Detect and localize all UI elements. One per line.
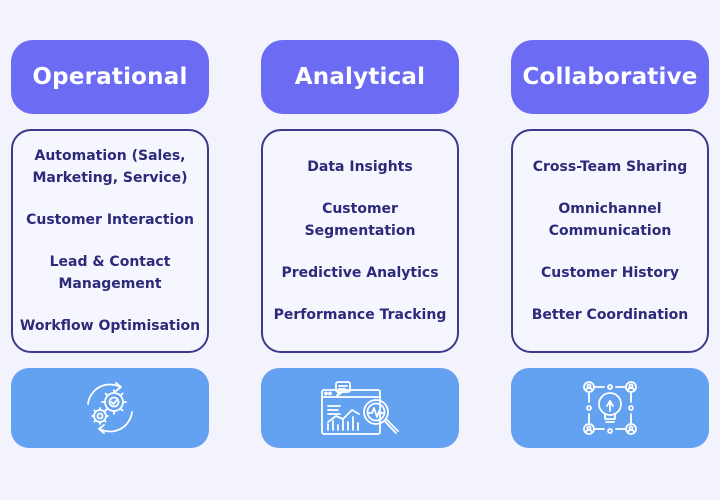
item-line: Predictive Analytics: [281, 265, 439, 281]
item-line: Better Coordination: [531, 307, 689, 323]
item-line: Data Insights: [307, 159, 413, 175]
feature-list: Automation (Sales, Marketing, Service) C…: [11, 129, 209, 353]
list-item: Workflow Optimisation: [20, 315, 200, 337]
icon-panel: [511, 368, 709, 448]
icon-panel: [261, 368, 459, 448]
item-line: Performance Tracking: [273, 307, 447, 323]
list-item: Better Coordination: [532, 304, 689, 326]
item-line: Segmentation: [304, 223, 416, 239]
gears-cycle-icon: [87, 382, 133, 434]
item-line: Customer History: [541, 265, 679, 281]
icon-panel: [11, 368, 209, 448]
feature-list: Data Insights Customer Segmentation Pred…: [261, 129, 459, 353]
list-item: Cross-Team Sharing: [533, 156, 688, 178]
analytics-report-icon: [321, 381, 399, 435]
list-item: Data Insights: [307, 156, 412, 178]
item-line: Customer Interaction: [26, 212, 194, 228]
list-item: Customer History: [541, 262, 679, 284]
list-item: Customer Segmentation: [305, 198, 416, 242]
idea-network-icon: [583, 381, 637, 435]
list-item: Omnichannel Communication: [549, 198, 672, 242]
item-line: Automation (Sales,: [34, 148, 186, 164]
column-title: Collaborative: [511, 40, 709, 114]
item-line: Cross-Team Sharing: [532, 159, 688, 175]
column-title: Analytical: [261, 40, 459, 114]
column-operational: Operational Automation (Sales, Marketing…: [11, 40, 209, 448]
feature-list: Cross-Team Sharing Omnichannel Communica…: [511, 129, 709, 353]
item-line: Marketing, Service): [32, 170, 188, 186]
list-item: Lead & Contact Management: [50, 251, 171, 295]
column-collaborative: Collaborative Cross-Team Sharing Omnicha…: [511, 40, 709, 448]
list-item: Performance Tracking: [274, 304, 447, 326]
item-line: Management: [58, 276, 162, 292]
list-item: Automation (Sales, Marketing, Service): [33, 145, 188, 189]
item-line: Lead & Contact: [49, 254, 171, 270]
column-analytical: Analytical Data Insights Customer Segmen…: [261, 40, 459, 448]
column-title: Operational: [11, 40, 209, 114]
item-line: Communication: [548, 223, 672, 239]
list-item: Predictive Analytics: [281, 262, 438, 284]
list-item: Customer Interaction: [26, 209, 194, 231]
item-line: Omnichannel: [558, 201, 662, 217]
item-line: Workflow Optimisation: [19, 318, 201, 334]
item-line: Customer: [322, 201, 398, 217]
